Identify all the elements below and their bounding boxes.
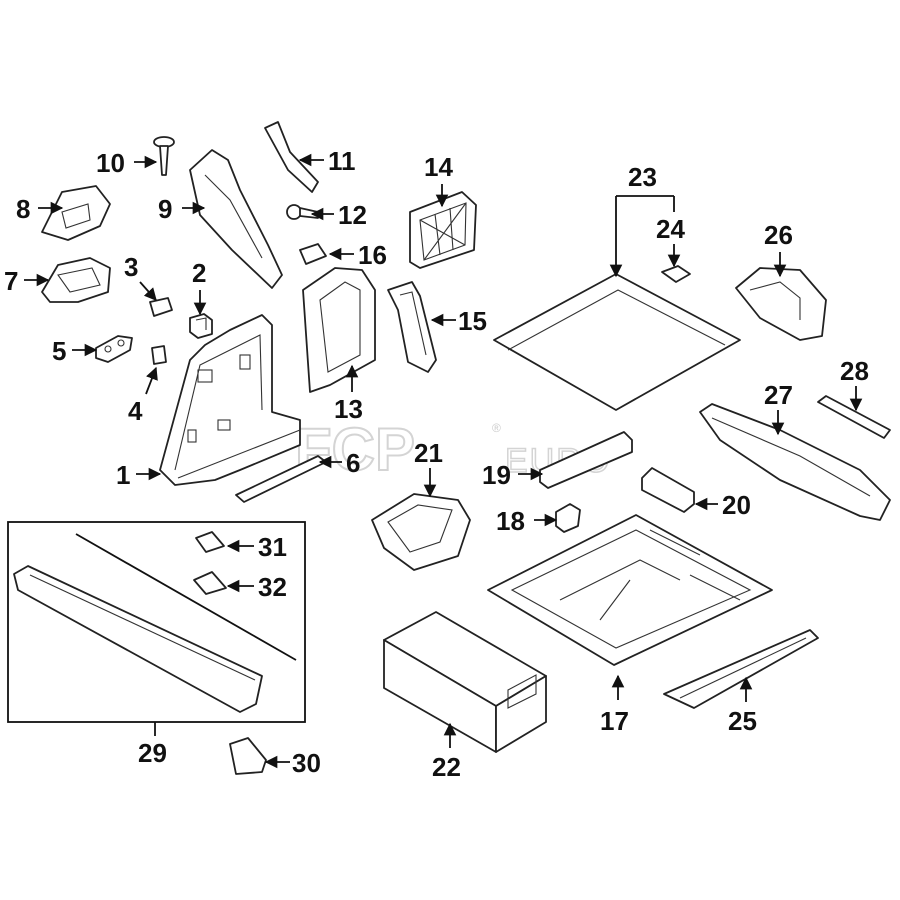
callout-6: 6 [346, 448, 360, 478]
callout-10: 10 [96, 148, 125, 178]
callout-16: 16 [358, 240, 387, 270]
callout-24: 24 [656, 214, 685, 244]
callout-5: 5 [52, 336, 66, 366]
part-8-cover [41, 185, 111, 241]
callout-20: 20 [722, 490, 751, 520]
callout-numbers: 1 2 3 4 5 6 7 8 9 10 11 12 13 14 15 16 1… [4, 146, 869, 782]
callout-27: 27 [764, 380, 793, 410]
callout-22: 22 [432, 752, 461, 782]
callout-23: 23 [628, 162, 657, 192]
callout-2: 2 [192, 258, 206, 288]
part-16-clip [299, 243, 327, 265]
part-23-floor-mat [493, 273, 741, 411]
callout-1: 1 [116, 460, 130, 490]
watermark-reg: ® [492, 421, 501, 435]
callout-30: 30 [292, 748, 321, 778]
callout-25: 25 [728, 706, 757, 736]
callout-8: 8 [16, 194, 30, 224]
part-7-bracket [41, 257, 111, 303]
callout-12: 12 [338, 200, 367, 230]
part-9-pillar-trim [189, 149, 283, 289]
callout-19: 19 [482, 460, 511, 490]
callout-31: 31 [258, 532, 287, 562]
part-32-clip [193, 571, 227, 595]
part-28-strip [817, 395, 891, 439]
callout-28: 28 [840, 356, 869, 386]
callout-9: 9 [158, 194, 172, 224]
part-3-fastener [149, 297, 173, 317]
leader-lines [24, 153, 863, 769]
part-25-rail [663, 629, 819, 709]
callout-14: 14 [424, 152, 453, 182]
part-5-grommet [95, 335, 133, 363]
part-30-bracket [229, 737, 267, 775]
part-1-side-trim-panel [159, 314, 301, 486]
callout-17: 17 [600, 706, 629, 736]
callout-4: 4 [128, 396, 143, 426]
callout-21: 21 [414, 438, 443, 468]
part-13-pillar-panel [302, 267, 376, 393]
part-10-screw [153, 136, 175, 176]
part-20-block [641, 467, 695, 513]
part-17-storage-tray [487, 514, 773, 666]
callout-11: 11 [328, 146, 356, 176]
part-18-cap [555, 503, 581, 533]
part-15-trim-strip [387, 281, 437, 373]
part-14-cargo-net [409, 191, 477, 269]
part-31-clip [195, 531, 225, 553]
callout-3: 3 [124, 252, 138, 282]
part-12-bolt [286, 204, 319, 220]
part-29-cargo-cover-box [7, 521, 306, 723]
part-24-pad [661, 265, 691, 283]
part-26-module [735, 267, 827, 341]
part-4-clip [151, 345, 167, 365]
part-21-bin [371, 493, 471, 571]
callout-15: 15 [458, 306, 487, 336]
part-11-upper-trim [264, 121, 319, 193]
callout-18: 18 [496, 506, 525, 536]
part-2-clip [189, 313, 213, 339]
callout-26: 26 [764, 220, 793, 250]
callout-32: 32 [258, 572, 287, 602]
watermark-brand: FCP [295, 416, 415, 483]
part-27-sill-plate [699, 403, 891, 521]
part-22-box [383, 611, 547, 753]
callout-13: 13 [334, 394, 363, 424]
part-19-trim-bar [539, 431, 633, 489]
callout-29: 29 [138, 738, 167, 768]
callout-7: 7 [4, 266, 18, 296]
